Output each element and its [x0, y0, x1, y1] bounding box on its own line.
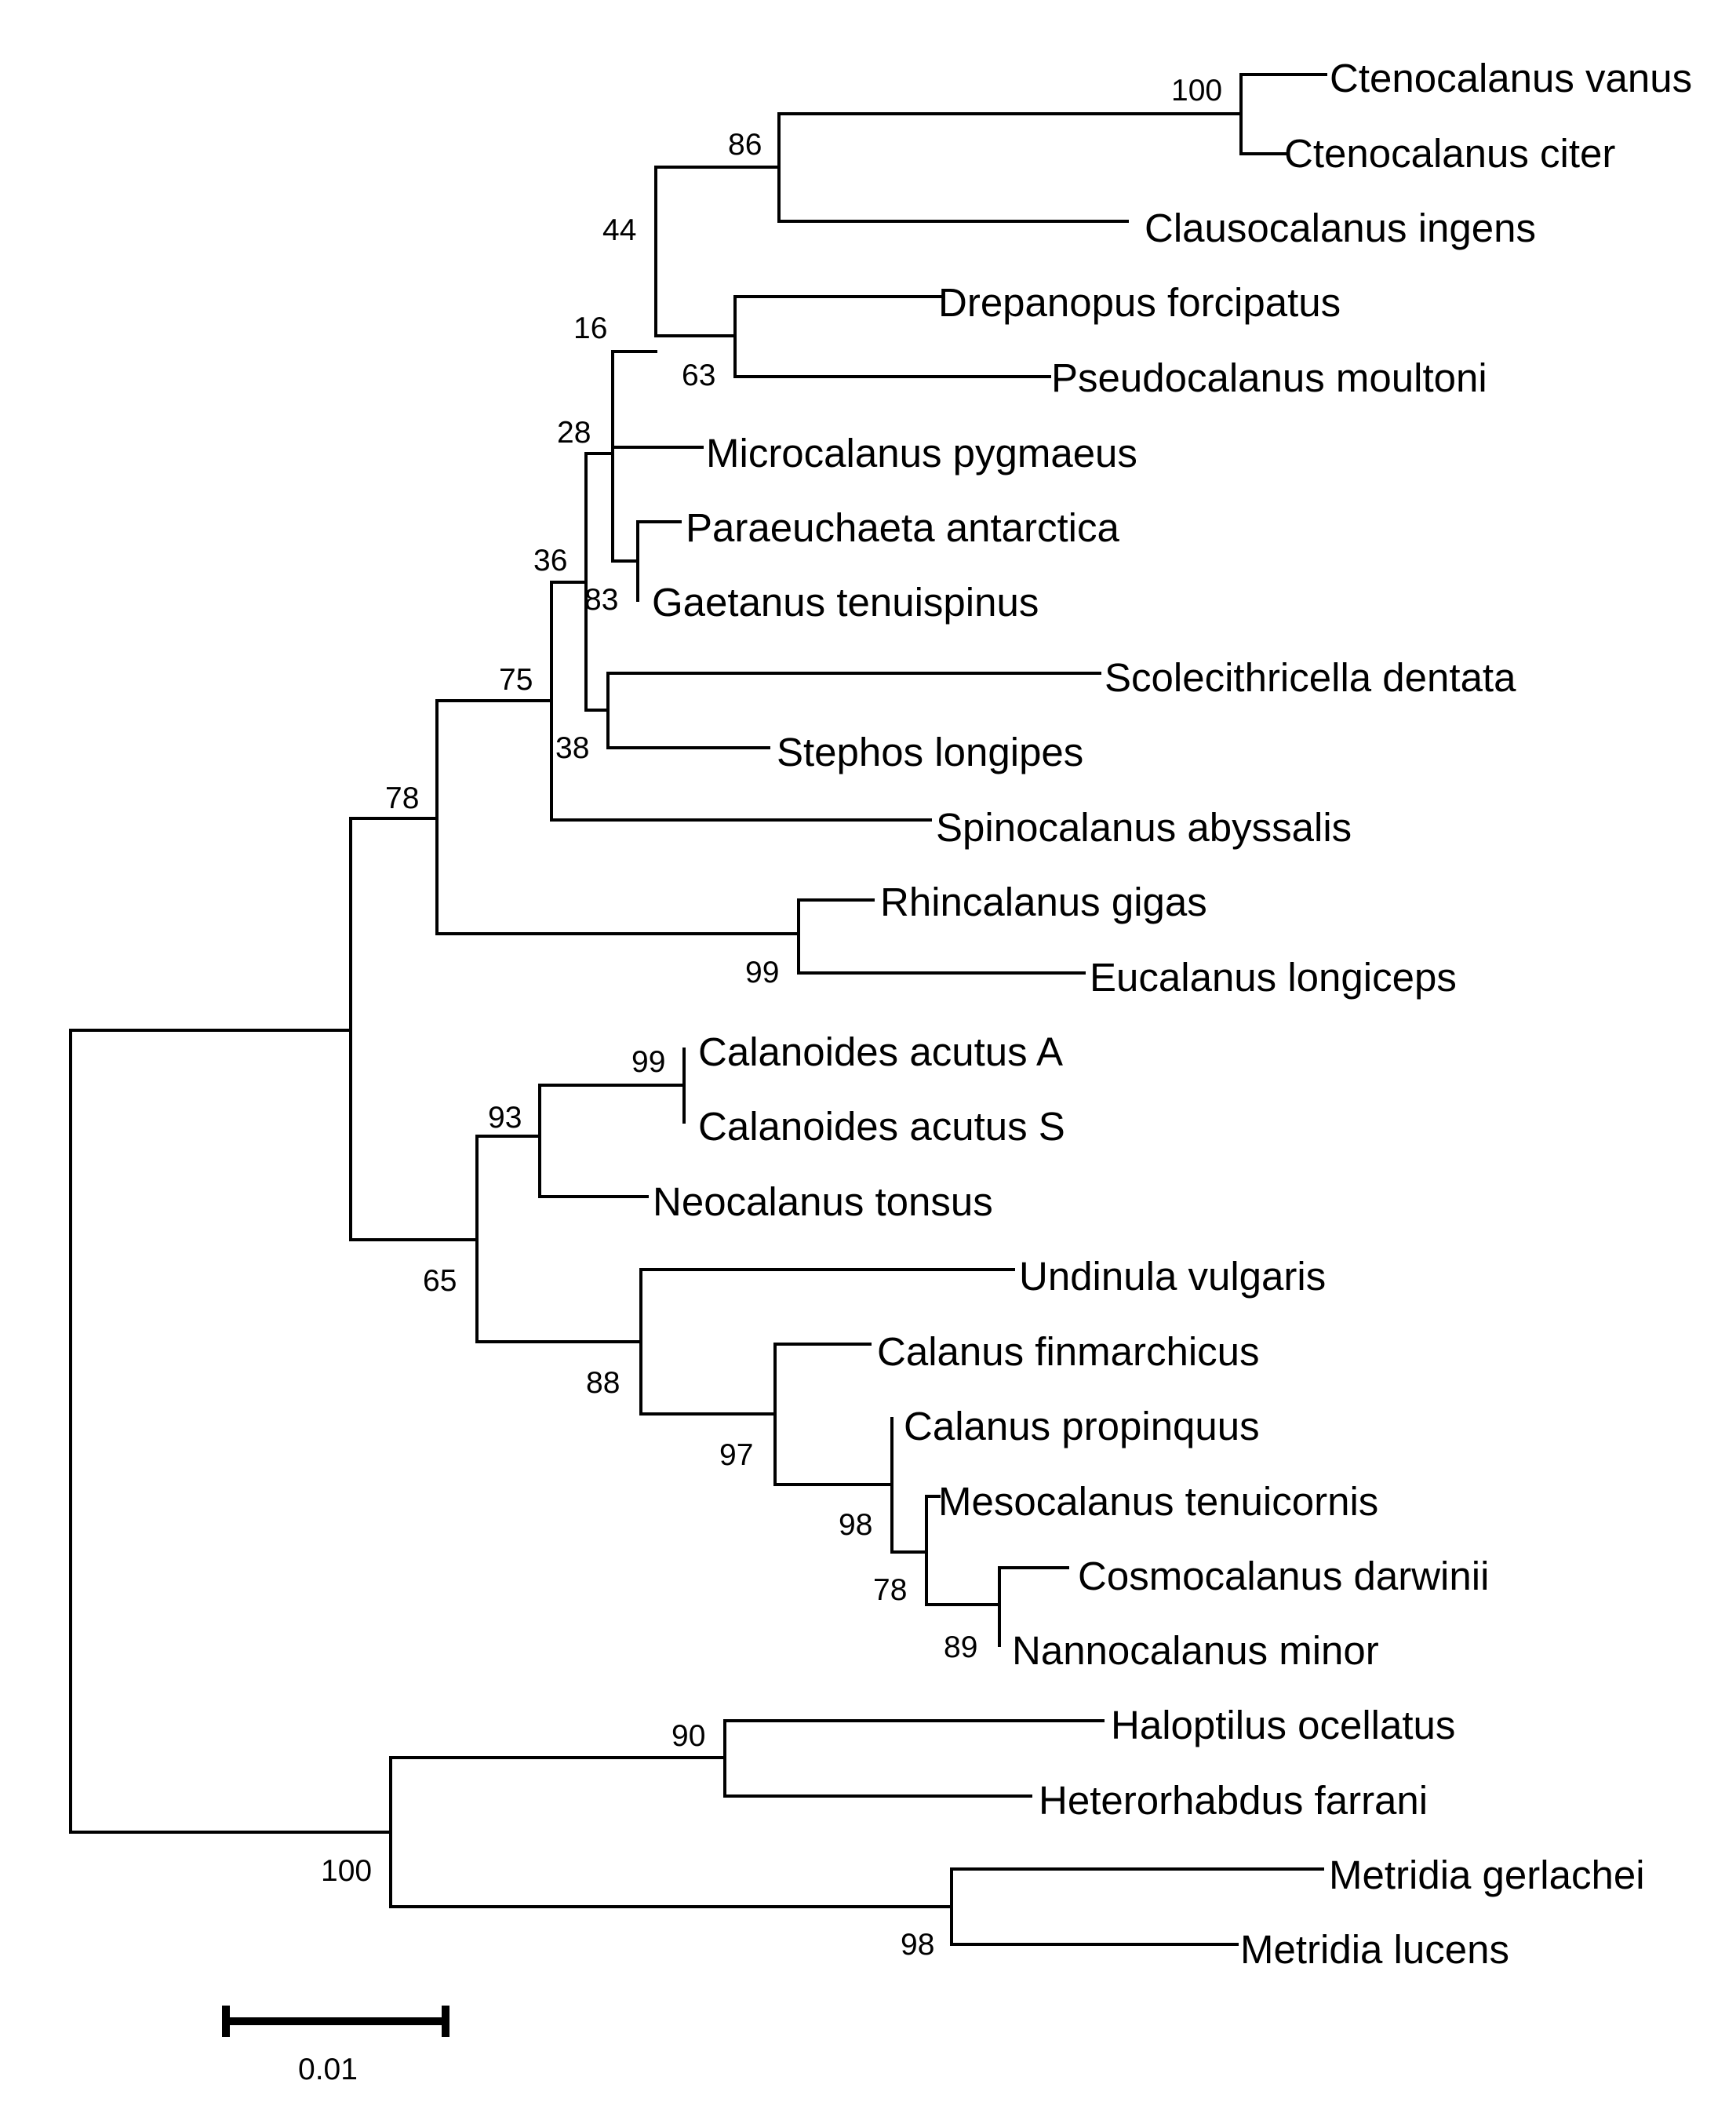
- taxon-label: Scolecithricella dentata: [1105, 655, 1516, 700]
- bootstrap-value: 100: [321, 1854, 372, 1888]
- taxon-label: Mesocalanus tenuicornis: [938, 1479, 1378, 1524]
- taxon-label: Nannocalanus minor: [1012, 1628, 1379, 1673]
- bootstrap-value: 75: [499, 663, 533, 697]
- bootstrap-value: 38: [555, 731, 589, 765]
- taxon-label: Metridia lucens: [1240, 1927, 1509, 1972]
- bootstrap-value: 28: [557, 416, 591, 450]
- scale-bar-label: 0.01: [298, 2053, 358, 2086]
- scale-bar: 0.01: [222, 2006, 449, 2086]
- taxon-label: Stephos longipes: [777, 730, 1083, 774]
- taxon-label: Eucalanus longiceps: [1090, 955, 1457, 1000]
- bootstrap-value: 78: [385, 782, 419, 815]
- taxon-label: Heterorhabdus farrani: [1039, 1778, 1428, 1823]
- taxon-label: Clausocalanus ingens: [1145, 206, 1536, 250]
- bootstrap-value: 83: [584, 583, 618, 617]
- bootstrap-value: 93: [488, 1101, 522, 1135]
- taxon-label: Pseudocalanus moultoni: [1051, 355, 1487, 400]
- taxon-label: Calanoides acutus A: [698, 1029, 1063, 1074]
- taxon-label: Calanus propinquus: [904, 1404, 1260, 1448]
- bootstrap-value: 88: [586, 1366, 620, 1400]
- bootstrap-value: 44: [602, 213, 636, 247]
- taxon-label: Ctenocalanus vanus: [1330, 56, 1692, 100]
- bootstrap-value: 100: [1171, 74, 1222, 107]
- taxon-label: Microcalanus pygmaeus: [706, 431, 1137, 475]
- taxon-label: Cosmocalanus darwinii: [1078, 1554, 1489, 1598]
- bootstrap-value: 63: [682, 359, 715, 392]
- taxon-label: Spinocalanus abyssalis: [936, 805, 1352, 850]
- bootstrap-value: 99: [745, 956, 779, 989]
- taxon-label: Ctenocalanus citer: [1284, 131, 1615, 176]
- tree-branches: [69, 73, 1327, 1946]
- taxon-label: Neocalanus tonsus: [653, 1179, 993, 1224]
- bootstrap-value: 99: [631, 1045, 665, 1079]
- bootstrap-value: 98: [839, 1508, 872, 1542]
- bootstrap-value: 97: [719, 1438, 753, 1472]
- bootstrap-value: 90: [671, 1719, 705, 1753]
- bootstrap-value: 36: [533, 544, 567, 578]
- taxon-label: Paraeuchaeta antarctica: [686, 505, 1119, 550]
- taxon-label: Gaetanus tenuispinus: [652, 580, 1039, 625]
- taxon-labels: Ctenocalanus vanus Ctenocalanus citer Cl…: [652, 56, 1692, 1972]
- taxon-label: Calanus finmarchicus: [877, 1329, 1260, 1374]
- bootstrap-value: 86: [728, 128, 762, 162]
- bootstrap-value: 78: [873, 1573, 907, 1607]
- taxon-label: Calanoides acutus S: [698, 1104, 1065, 1149]
- taxon-label: Drepanopus forcipatus: [938, 280, 1341, 325]
- taxon-label: Haloptilus ocellatus: [1111, 1703, 1455, 1747]
- bootstrap-value: 98: [901, 1928, 934, 1962]
- bootstrap-values: 100 86 44 16 63 28 83 36 38 75 78 99 99 …: [321, 74, 1222, 1962]
- bootstrap-value: 65: [423, 1264, 457, 1298]
- bootstrap-value: 16: [573, 312, 607, 345]
- taxon-label: Rhincalanus gigas: [880, 880, 1207, 924]
- bootstrap-value: 89: [944, 1631, 977, 1664]
- taxon-label: Metridia gerlachei: [1329, 1853, 1645, 1897]
- taxon-label: Undinula vulgaris: [1019, 1254, 1326, 1299]
